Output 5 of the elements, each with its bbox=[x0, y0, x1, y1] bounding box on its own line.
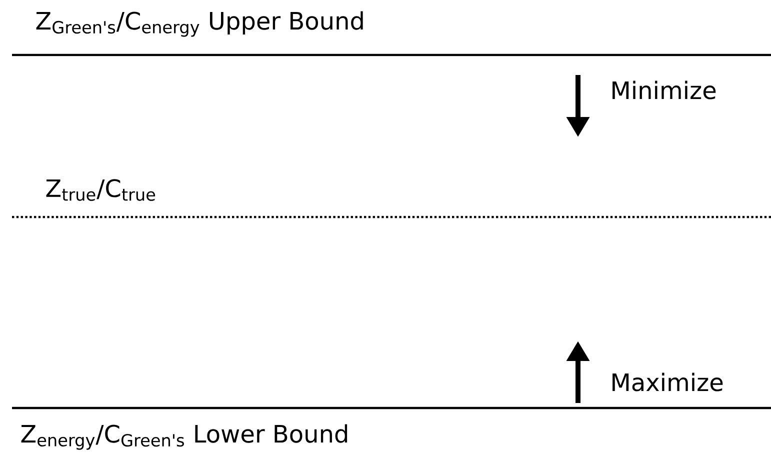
label: Maximize bbox=[612, 372, 723, 392]
label: Minimize bbox=[612, 80, 716, 100]
label: Z$_{Green's}$/C$_{energy}$ Upper Bound bbox=[36, 11, 363, 37]
label: Z$_{true}$/C$_{true}$ bbox=[46, 179, 156, 201]
label: Z$_{energy}$/C$_{Green's}$ Lower Bound bbox=[21, 424, 348, 450]
